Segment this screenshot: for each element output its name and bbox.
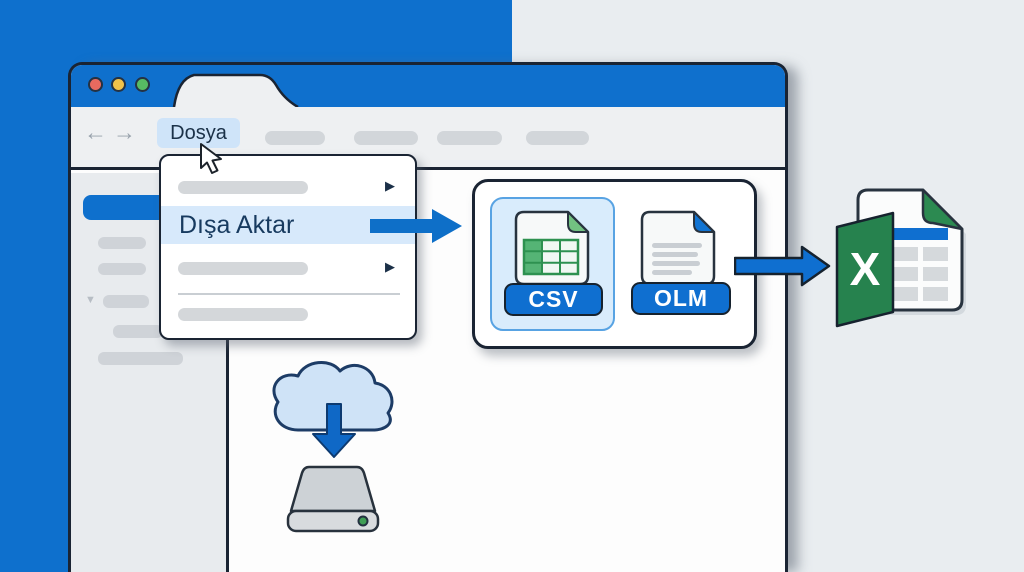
- browser-tab-icon[interactable]: [172, 73, 300, 107]
- hard-drive-icon: [286, 465, 380, 533]
- olm-label: OLM: [653, 285, 709, 311]
- menu-placeholder-3[interactable]: [437, 131, 502, 145]
- file-menu-label: Dosya: [170, 121, 227, 144]
- forward-icon[interactable]: →: [113, 119, 136, 145]
- file-menu-dropdown: ▶ Dışa Aktar ▶: [159, 154, 417, 340]
- menu-item-placeholder-2[interactable]: [178, 262, 308, 275]
- zoom-window-icon[interactable]: [135, 77, 150, 92]
- back-icon[interactable]: ←: [84, 119, 107, 145]
- csv-file-icon: [514, 210, 590, 286]
- cursor-icon: [200, 143, 222, 174]
- menu-placeholder-1[interactable]: [265, 131, 325, 145]
- csv-label: CSV: [528, 286, 579, 312]
- menu-placeholder-4[interactable]: [526, 131, 589, 145]
- submenu-arrow-icon: ▶: [385, 178, 395, 193]
- sidebar-item-3-child[interactable]: [113, 325, 163, 338]
- cloud-icon: [272, 361, 394, 432]
- csv-badge: CSV: [504, 283, 603, 316]
- window-titlebar: [71, 65, 785, 107]
- sidebar-item-1[interactable]: [98, 237, 146, 249]
- export-flow-arrow-icon: [370, 209, 462, 243]
- menu-separator: [178, 293, 400, 295]
- menu-item-placeholder-3[interactable]: [178, 308, 308, 321]
- sidebar-item-3[interactable]: [103, 295, 149, 308]
- olm-badge: OLM: [631, 282, 731, 315]
- excel-letter: X: [850, 243, 881, 295]
- download-arrow-icon: [312, 403, 356, 458]
- file-menu-button[interactable]: Dosya: [157, 118, 240, 148]
- export-item-label: Dışa Aktar: [179, 210, 295, 239]
- to-excel-flow-arrow-icon: [734, 245, 831, 287]
- csv-format-option[interactable]: CSV: [490, 197, 615, 331]
- sidebar-item-4[interactable]: [98, 352, 183, 365]
- export-formats-panel: CSV OLM: [472, 179, 757, 349]
- close-window-icon[interactable]: [88, 77, 103, 92]
- olm-file-icon: [640, 210, 716, 286]
- menu-placeholder-2[interactable]: [354, 131, 418, 145]
- sidebar-item-2[interactable]: [98, 263, 146, 275]
- minimize-window-icon[interactable]: [111, 77, 126, 92]
- menu-item-placeholder-1[interactable]: [178, 181, 308, 194]
- menu-bar: ← → Dosya: [71, 107, 785, 170]
- disclosure-triangle-icon[interactable]: ▼: [85, 294, 96, 306]
- submenu-arrow-icon: ▶: [385, 259, 395, 274]
- excel-icon: X: [835, 188, 966, 328]
